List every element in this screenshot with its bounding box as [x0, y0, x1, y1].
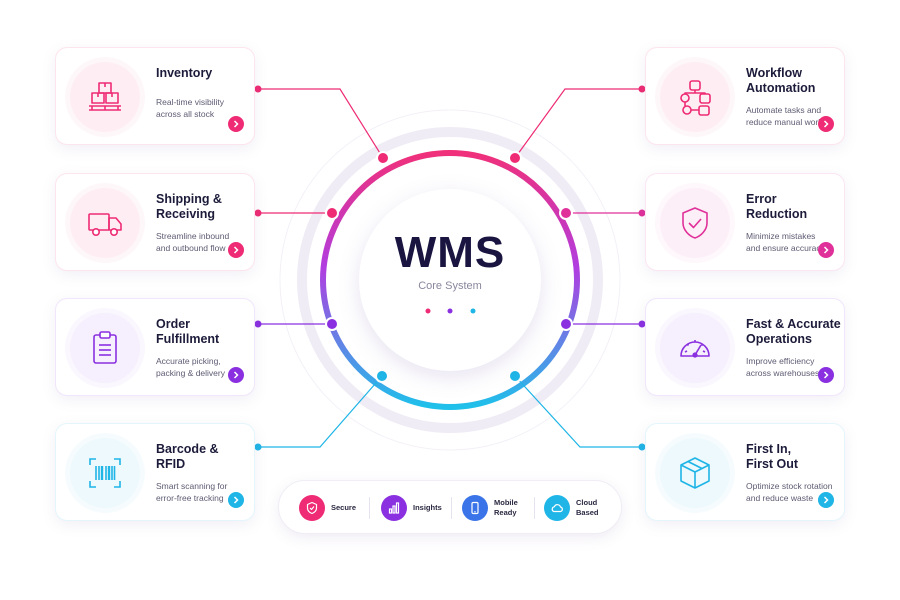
center-dots — [425, 308, 476, 314]
connector-barcode — [258, 375, 383, 448]
box-cube-icon — [680, 457, 710, 489]
card-arrow-button[interactable] — [818, 367, 834, 383]
chevron-right-icon — [823, 120, 829, 128]
chevron-right-icon — [233, 371, 239, 379]
card-order-fulfillment[interactable]: Order Fulfillment Accurate picking, pack… — [55, 298, 255, 396]
card-workflow-automation[interactable]: Workflow Automation Automate tasks and r… — [645, 47, 845, 145]
icon-badge — [660, 438, 730, 508]
card-barcode-rfid[interactable]: Barcode & RFID Smart scanning for error-… — [55, 423, 255, 521]
card-arrow-button[interactable] — [818, 242, 834, 258]
card-arrow-button[interactable] — [818, 116, 834, 132]
feature-label: Cloud Based — [576, 498, 599, 517]
feature-label: Secure — [331, 503, 357, 512]
feature-bar: Secure Insights Mobile Ready Cloud Based — [278, 480, 622, 534]
card-description: Accurate picking, packing & delivery — [156, 356, 225, 378]
card-first-in-first-out[interactable]: First In, First Out Optimize stock rotat… — [645, 423, 845, 521]
card-title: Barcode & RFID — [156, 442, 219, 471]
card-description: Improve efficiency across warehouses — [746, 356, 820, 378]
card-description: Minimize mistakes and ensure accuracy — [746, 231, 825, 253]
chevron-right-icon — [823, 246, 829, 254]
connector-workflow — [514, 88, 642, 159]
clipboard-list-icon — [93, 331, 117, 364]
card-description: Real-time visibility across all stock — [156, 97, 225, 119]
mobile-phone-icon — [471, 501, 479, 515]
cloud-icon — [551, 504, 563, 513]
divider — [534, 497, 535, 519]
connector-inventory — [258, 88, 384, 159]
card-inventory[interactable]: Inventory Real-time visibility across al… — [55, 47, 255, 145]
barcode-scanner-icon — [89, 458, 121, 488]
feature-label: Mobile Ready — [494, 498, 518, 517]
card-title: Order Fulfillment — [156, 317, 220, 346]
delivery-truck-icon — [88, 213, 122, 236]
center-subtitle: Core System — [418, 280, 482, 292]
icon-badge — [660, 313, 730, 383]
feature-icon-badge — [462, 495, 488, 521]
icon-badge — [70, 188, 140, 258]
icon-badge — [660, 188, 730, 258]
card-arrow-button[interactable] — [228, 116, 244, 132]
connector-fifo — [514, 375, 642, 448]
card-description: Smart scanning for error-free tracking — [156, 481, 228, 503]
icon-badge — [70, 62, 140, 132]
card-description: Automate tasks and reduce manual work — [746, 105, 823, 127]
divider — [451, 497, 452, 519]
feature-mobile-ready: Mobile Ready — [462, 493, 518, 523]
feature-icon-badge — [299, 495, 325, 521]
feature-label: Insights — [413, 503, 442, 512]
card-arrow-button[interactable] — [228, 367, 244, 383]
card-title: Error Reduction — [746, 192, 808, 221]
card-error-reduction[interactable]: Error Reduction Minimize mistakes and en… — [645, 173, 845, 271]
card-fast-accurate-operations[interactable]: Fast & Accurate Operations Improve effic… — [645, 298, 845, 396]
card-title: Fast & Accurate Operations — [746, 317, 841, 346]
shield-icon — [306, 501, 318, 515]
divider — [369, 497, 370, 519]
feature-cloud-based: Cloud Based — [544, 493, 599, 523]
chevron-right-icon — [233, 496, 239, 504]
feature-icon-badge — [544, 495, 570, 521]
feature-secure: Secure — [299, 493, 356, 523]
chevron-right-icon — [823, 496, 829, 504]
card-description: Optimize stock rotation and reduce waste — [746, 481, 833, 503]
icon-badge — [70, 438, 140, 508]
shield-check-icon — [682, 207, 708, 239]
workflow-nodes-icon — [680, 80, 711, 116]
chevron-right-icon — [233, 246, 239, 254]
icon-badge — [660, 62, 730, 132]
center-hub — [359, 189, 541, 371]
chevron-right-icon — [823, 371, 829, 379]
card-arrow-button[interactable] — [228, 242, 244, 258]
card-arrow-button[interactable] — [228, 492, 244, 508]
bar-chart-icon — [388, 502, 400, 514]
card-title: First In, First Out — [746, 442, 799, 471]
card-title: Shipping & Receiving — [156, 192, 222, 221]
card-title: Workflow Automation — [746, 66, 816, 95]
center-title: WMS — [394, 228, 506, 277]
card-arrow-button[interactable] — [818, 492, 834, 508]
card-title: Inventory — [156, 66, 213, 80]
pallet-boxes-icon — [89, 82, 121, 111]
chevron-right-icon — [233, 120, 239, 128]
feature-icon-badge — [381, 495, 407, 521]
feature-insights: Insights — [381, 493, 442, 523]
card-description: Streamline inbound and outbound flow — [156, 231, 230, 253]
icon-badge — [70, 313, 140, 383]
speedometer-icon — [680, 340, 710, 358]
card-shipping-receiving[interactable]: Shipping & Receiving Streamline inbound … — [55, 173, 255, 271]
